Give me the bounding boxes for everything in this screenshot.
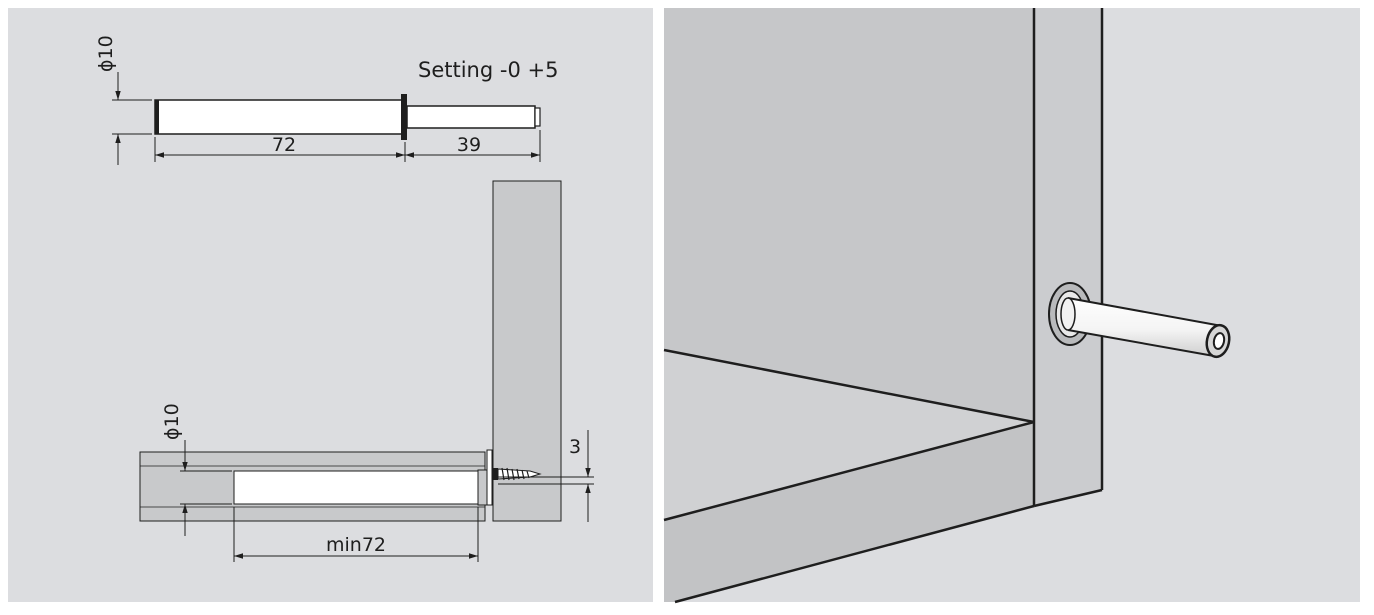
latch-rod-tip-hole bbox=[1212, 332, 1226, 350]
latch-plunger-tip bbox=[534, 107, 541, 127]
shelf-top-surface bbox=[664, 350, 1034, 520]
latch-rod bbox=[1068, 298, 1222, 356]
shelf-front-edge bbox=[664, 422, 1034, 602]
left-panel: Setting -0 +5 ϕ10 72 39 bbox=[8, 8, 653, 602]
latch-body bbox=[154, 99, 404, 135]
latch-flange bbox=[401, 94, 407, 140]
latch-in-bore bbox=[233, 470, 479, 505]
body-length-label: 72 bbox=[272, 134, 296, 156]
stroke-length-label: 39 bbox=[457, 134, 481, 156]
latch-rod-base bbox=[1060, 297, 1076, 331]
push-latch-illustration bbox=[1048, 282, 1231, 359]
push-latch-dimension-drawing: Setting -0 +5 ϕ10 72 39 bbox=[95, 35, 558, 165]
diameter-label-bottom: ϕ10 bbox=[161, 403, 183, 440]
setting-label: Setting -0 +5 bbox=[418, 58, 558, 82]
latch-rod-top-edge bbox=[1067, 297, 1223, 327]
latch-body-end-cap bbox=[155, 100, 159, 134]
mounting-plate bbox=[486, 449, 493, 506]
latch-rod-bottom-edge bbox=[1067, 329, 1215, 357]
cabinet-inner-side bbox=[664, 8, 1034, 422]
cabinet-side-panel bbox=[492, 180, 562, 522]
diameter-label-top: ϕ10 bbox=[95, 35, 117, 72]
latch-collar bbox=[477, 469, 488, 506]
right-panel bbox=[663, 8, 1360, 604]
cabinet-outlines bbox=[663, 8, 1104, 604]
panel-front-edge bbox=[1034, 8, 1102, 506]
latch-plunger bbox=[406, 105, 536, 129]
installation-cross-section: ϕ10 min72 3 bbox=[139, 180, 594, 562]
min-depth-label: min72 bbox=[326, 534, 386, 556]
offset-label: 3 bbox=[569, 436, 581, 458]
